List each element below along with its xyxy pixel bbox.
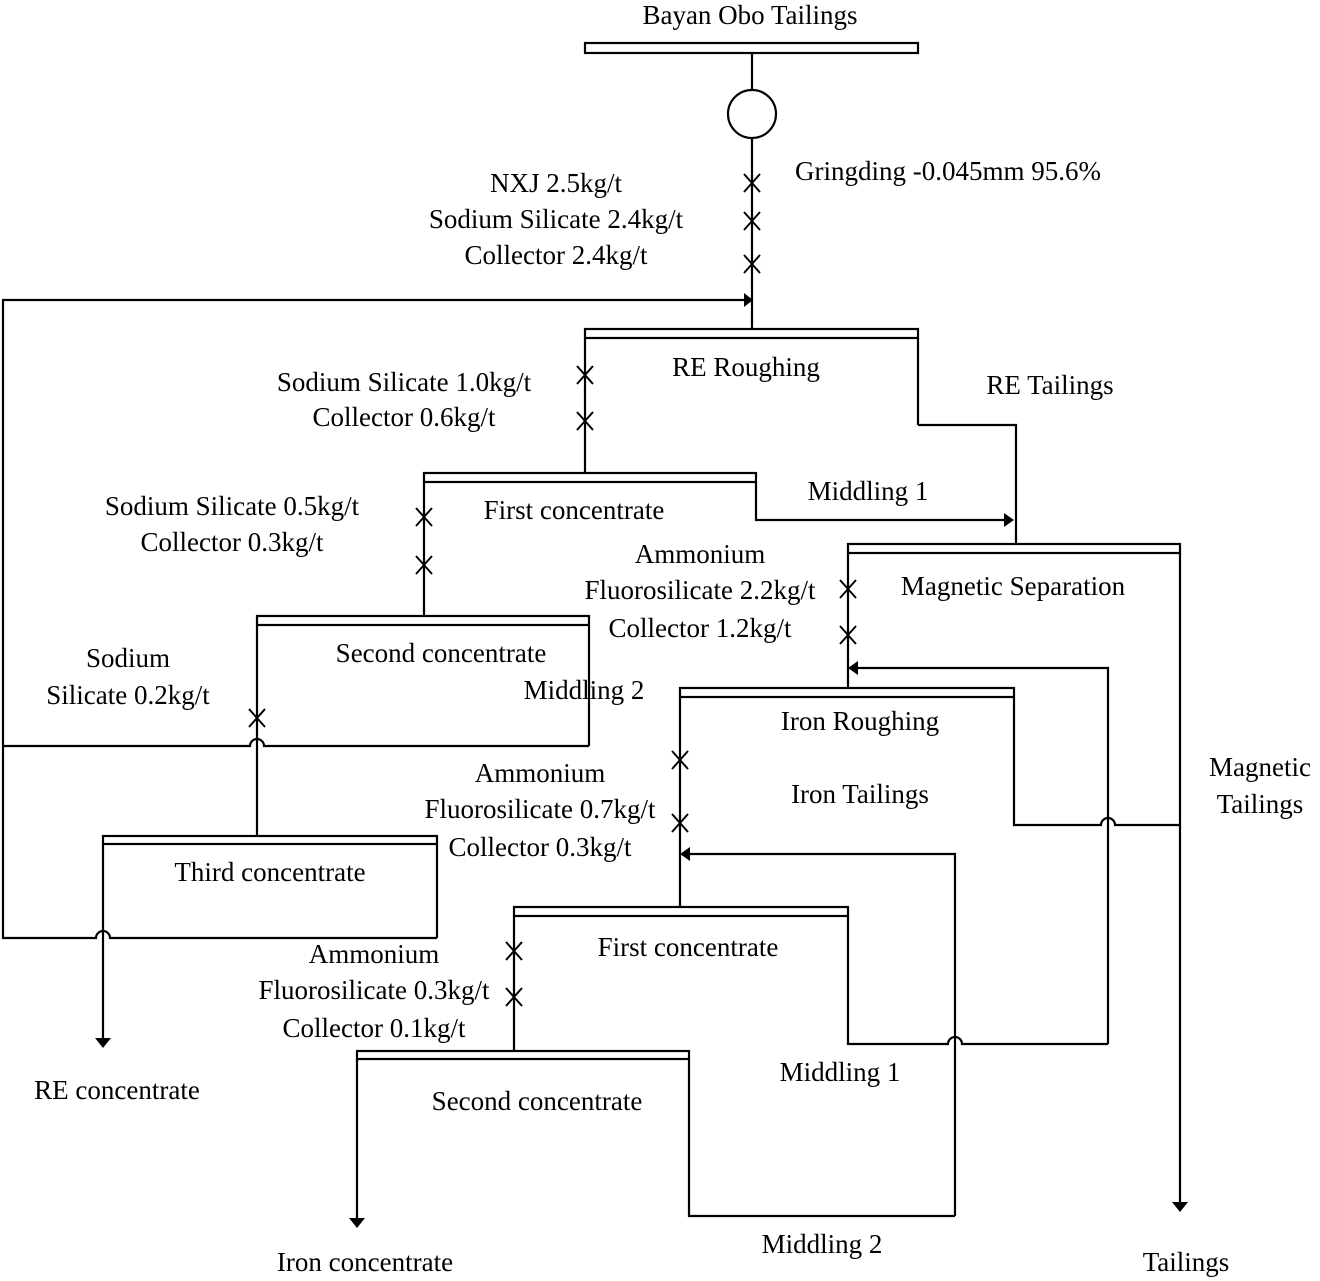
magnetic-separation-cell [846,542,1182,555]
reagent-x-icon [415,507,433,527]
iron-cleaning2-reagent-1: Ammonium [309,939,440,969]
re-middling-recycle-line [1,298,744,746]
reagent-x-icon [576,411,594,431]
iron-tailings-label: Iron Tailings [791,779,929,809]
iron-cleaning1-reagent-2: Fluorosilicate 0.7kg/t [425,794,656,824]
re-roughing-label: RE Roughing [672,352,820,382]
reagent-x-icon [505,941,523,961]
grinding-mill-icon [726,88,778,140]
feed-reagent-2: Sodium Silicate 2.4kg/t [429,204,684,234]
re-second-cleaner-cell [255,614,591,627]
re-cleaning2-reagent-1: Sodium Silicate 0.5kg/t [105,491,360,521]
iron-roughing-cell [678,686,1016,699]
iron-middling2-label: Middling 2 [762,1229,883,1259]
re-cleaning3-reagent-1: Sodium [86,643,170,673]
iron-middling2-recycle-line [690,852,957,1216]
grinding-label: Gringding -0.045mm 95.6% [795,156,1101,186]
feed-reagent-marks [743,173,761,274]
re-second-concentrate-label: Second concentrate [336,638,547,668]
re-cleaning3-reagent-2: Silicate 0.2kg/t [46,680,210,710]
re-concentrate-label: RE concentrate [34,1075,200,1105]
re-tailings-path [918,423,1018,544]
reagent-x-icon [248,708,266,728]
reagent-x-icon [743,173,761,193]
iron-middling1-recycle-line [858,666,1110,1044]
reagent-x-icon [839,625,857,645]
iron-middling1-line [846,916,1108,1046]
re-third-concentrate-label: Third concentrate [174,857,365,887]
re-first-concentrate-label: First concentrate [484,495,665,525]
iron-cleaning2-reagent-3: Collector 0.1kg/t [283,1013,466,1043]
iron-second-concentrate-label: Second concentrate [432,1086,643,1116]
feed-bar [583,41,920,55]
re-middling2-return-line [3,737,589,748]
reagent-x-icon [576,365,594,385]
reagent-x-icon [671,750,689,770]
iron-second-cleaner-cell [355,1049,691,1061]
re-cleaning1-reagent-2: Collector 0.6kg/t [313,402,496,432]
re-tailings-label: RE Tailings [986,370,1113,400]
arrow-down-icon [95,1038,111,1048]
reagent-x-icon [415,555,433,575]
arrow-left-icon [680,847,690,861]
iron-roughing-label: Iron Roughing [781,706,939,736]
reagent-x-icon [505,987,523,1007]
arrow-right-icon [744,293,753,307]
re-middling1-line [754,482,1004,522]
arrow-down-icon [349,1218,365,1228]
iron-cleaning1-reagent-1: Ammonium [475,758,606,788]
iron-tailings-line [1012,697,1180,827]
reagent-x-icon [839,579,857,599]
iron-first-cleaner-cell [512,905,850,918]
reagent-x-icon [743,211,761,231]
iron-roughing-reagent-1: Ammonium [635,539,766,569]
re-third-cleaner-cell [101,834,439,846]
iron-middling2-line [687,1059,955,1218]
arrow-right-icon [1004,513,1014,527]
reagent-x-icon [671,813,689,833]
re-roughing-cell [583,327,920,340]
re-middling1-label: Middling 1 [808,476,929,506]
iron-cleaning1-reagent-3: Collector 0.3kg/t [449,832,632,862]
magnetic-tailings-label-1: Magnetic [1209,752,1311,782]
re-first-cleaner-cell [422,471,758,484]
iron-first-concentrate-label: First concentrate [598,932,779,962]
iron-roughing-reagent-3: Collector 1.2kg/t [609,613,792,643]
reagent-x-icon [743,254,761,274]
arrow-left-icon [848,661,858,675]
magnetic-separation-label: Magnetic Separation [901,571,1126,601]
iron-cleaning2-reagent-2: Fluorosilicate 0.3kg/t [259,975,490,1005]
magnetic-tailings-label-2: Tailings [1217,789,1304,819]
feed-reagent-3: Collector 2.4kg/t [465,240,648,270]
re-cleaning2-reagent-2: Collector 0.3kg/t [141,527,324,557]
final-tailings-label: Tailings [1143,1247,1230,1277]
re-middling2-label: Middling 2 [524,675,645,705]
re-cleaning1-reagent-1: Sodium Silicate 1.0kg/t [277,367,532,397]
iron-concentrate-label: Iron concentrate [277,1247,453,1277]
feed-title: Bayan Obo Tailings [642,0,857,30]
iron-roughing-reagent-2: Fluorosilicate 2.2kg/t [585,575,816,605]
feed-reagent-1: NXJ 2.5kg/t [490,168,623,198]
arrow-down-icon [1172,1202,1188,1212]
iron-middling1-label: Middling 1 [780,1057,901,1087]
